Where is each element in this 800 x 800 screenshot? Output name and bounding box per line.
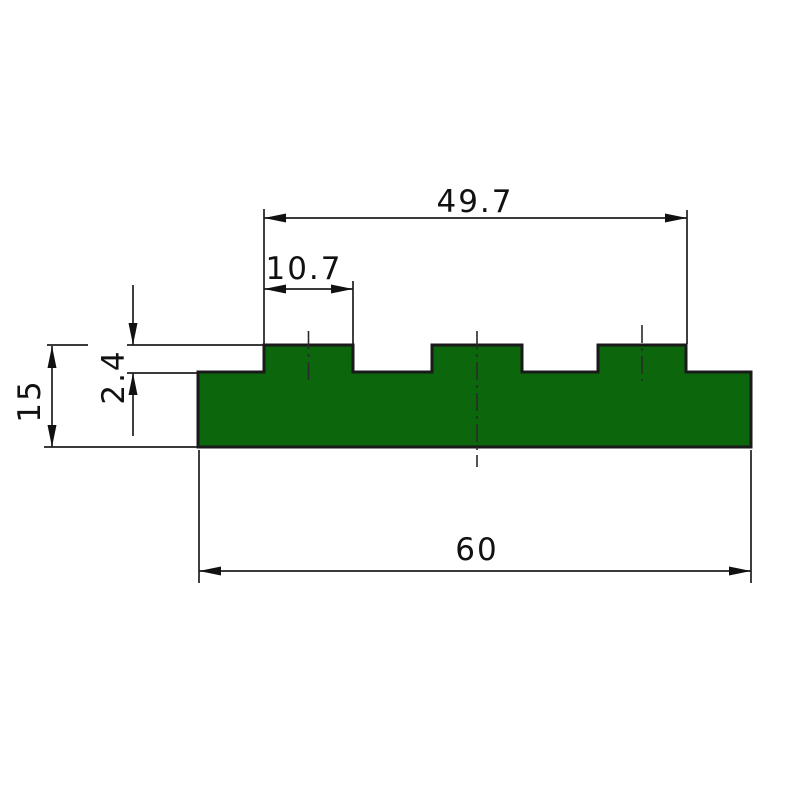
teeth-span-label: 49.7 — [436, 184, 513, 220]
arrowhead-down-icon — [47, 425, 57, 447]
overall-width-label: 60 — [455, 532, 498, 568]
arrowhead-left-icon — [264, 213, 286, 223]
dimension-tooth-pitch: 10.7 — [264, 251, 353, 294]
tooth-pitch-label: 10.7 — [265, 251, 342, 287]
total-height-label: 15 — [12, 379, 48, 422]
profile-cross-section-shape — [196, 343, 753, 449]
dimension-total-height: 15 — [12, 346, 57, 447]
center-lines — [307, 325, 643, 467]
arrowhead-up-icon — [47, 346, 57, 368]
dimension-overall-width: 60 — [199, 532, 751, 576]
arrowhead-left-icon — [264, 284, 286, 294]
arrowhead-right-icon — [729, 566, 751, 576]
arrowhead-right-icon — [331, 284, 353, 294]
arrowhead-up-icon — [128, 373, 138, 395]
dimension-tooth-height: 2.4 — [96, 285, 138, 436]
arrowhead-down-icon — [128, 323, 138, 345]
dimension-teeth-span: 49.7 — [264, 184, 687, 223]
tooth-height-label: 2.4 — [96, 349, 132, 404]
arrowhead-left-icon — [199, 566, 221, 576]
arrowhead-right-icon — [665, 213, 687, 223]
extension-lines — [44, 209, 752, 583]
